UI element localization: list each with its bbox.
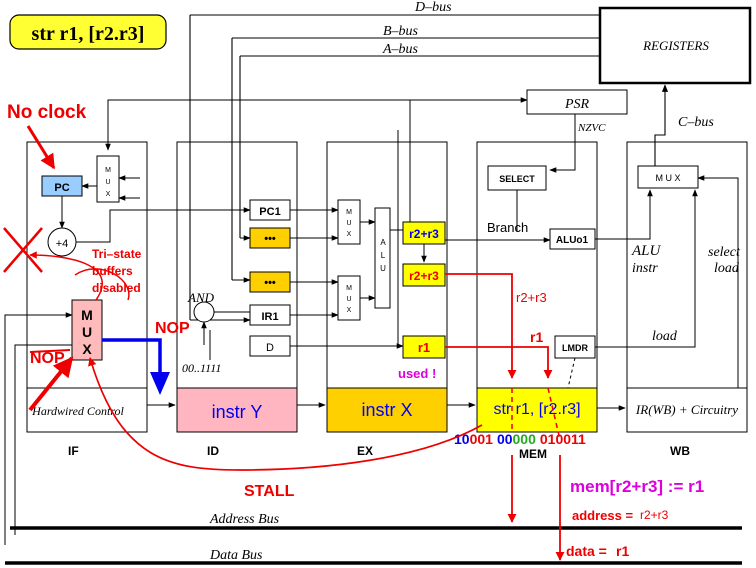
d-bus-label: D–bus — [414, 0, 452, 15]
svg-text:U: U — [380, 264, 386, 273]
encoding-part: 000 — [513, 431, 537, 447]
svg-text:M U X: M U X — [655, 173, 680, 183]
svg-text:Tri–state: Tri–state — [92, 247, 142, 261]
c-bus-line — [654, 84, 669, 168]
svg-text:•••: ••• — [264, 233, 276, 245]
svg-text:•••: ••• — [264, 277, 276, 289]
stage-name-wb: WB — [670, 444, 690, 458]
nzvc-label: NZVC — [577, 122, 606, 134]
svg-text:instr: instr — [632, 261, 658, 276]
encoding-part: 00 — [497, 431, 513, 447]
if-control-label: Hardwired Control — [31, 404, 124, 418]
wb-instr-box — [626, 387, 748, 433]
stall-arrow — [88, 357, 483, 471]
svg-text:M: M — [346, 209, 352, 216]
svg-text:load: load — [652, 329, 678, 344]
nop-top-label: NOP — [155, 320, 190, 337]
svg-text:r1: r1 — [616, 543, 629, 559]
stall-label: STALL — [244, 483, 295, 500]
encoding-part: 011 — [563, 431, 586, 447]
branch-label: Branch — [487, 220, 528, 235]
wb-instr-text: IR(WB) + Circuitry — [635, 402, 738, 417]
svg-text:load: load — [714, 261, 740, 276]
pc-label: PC — [54, 182, 69, 194]
svg-text:PC1: PC1 — [259, 206, 280, 218]
svg-text:M: M — [105, 167, 111, 174]
address-bus-label: Address Bus — [209, 512, 280, 527]
select-block — [487, 165, 547, 191]
plus4-label: +4 — [56, 238, 69, 250]
no-clock-arrow — [26, 125, 56, 170]
svg-text:D: D — [266, 342, 274, 354]
stage-name-if: IF — [68, 444, 79, 458]
ex-instr-text: instr X — [361, 400, 412, 420]
svg-text:data =: data = — [566, 543, 607, 559]
svg-text:X: X — [347, 307, 352, 314]
svg-text:IR1: IR1 — [261, 311, 278, 323]
title-box — [9, 14, 167, 50]
svg-text:A: A — [380, 238, 386, 247]
svg-text:U: U — [346, 220, 351, 227]
svg-text:00..1111: 00..1111 — [182, 361, 221, 375]
svg-text:address =: address = — [572, 508, 633, 523]
svg-text:SELECT: SELECT — [499, 174, 535, 184]
svg-text:select: select — [708, 245, 741, 260]
stage-name-id: ID — [207, 444, 219, 458]
svg-text:AND: AND — [187, 290, 215, 305]
svg-text:r1: r1 — [418, 340, 430, 355]
encoding-part: 10 — [454, 431, 470, 447]
svg-text:r2+r3: r2+r3 — [640, 508, 669, 522]
title-text: str r1, [r2.r3] — [32, 23, 145, 45]
mem-instr-box — [476, 387, 598, 433]
encoding-part: 010 — [540, 431, 564, 447]
id-instr-box — [176, 387, 298, 433]
tristate-arrow — [29, 251, 103, 301]
svg-text:U: U — [346, 296, 351, 303]
svg-text:r2+r3: r2+r3 — [409, 227, 439, 241]
if-mux — [71, 299, 103, 361]
c-bus-label: C–bus — [678, 115, 714, 130]
svg-text:U: U — [82, 324, 92, 340]
svg-text:X: X — [82, 341, 92, 357]
svg-text:M: M — [346, 285, 352, 292]
and-gate — [193, 301, 215, 323]
svg-text:buffers: buffers — [92, 264, 133, 278]
no-clock-label: No clock — [7, 102, 87, 123]
a-bus-label: A–bus — [382, 42, 419, 57]
svg-text:M: M — [81, 307, 93, 323]
svg-text:r2+r3: r2+r3 — [409, 269, 439, 283]
stage-name-ex: EX — [357, 444, 373, 458]
svg-text:L: L — [381, 251, 386, 260]
used-label: used ! — [398, 366, 436, 381]
svg-text:r2+r3: r2+r3 — [516, 290, 547, 305]
svg-text:ALU: ALU — [631, 243, 662, 259]
psr-label: PSR — [564, 97, 590, 112]
mem-instr-text: str r1, [r2.r3] — [493, 401, 580, 418]
ex-instr-box — [326, 387, 448, 433]
encoding-part: 001 — [470, 431, 494, 447]
svg-text:U: U — [105, 179, 110, 186]
registers-block — [598, 6, 752, 85]
disable-x-b — [3, 227, 43, 273]
registers-label: REGISTERS — [642, 38, 709, 53]
data-bus-label: Data Bus — [209, 548, 263, 563]
stage-name-mem: MEM — [519, 447, 547, 461]
alu-block — [374, 207, 391, 309]
svg-text:X: X — [347, 231, 352, 238]
if-stage-box — [26, 141, 148, 433]
svg-text:ALUo1: ALUo1 — [556, 235, 589, 246]
b-bus-label: B–bus — [383, 24, 419, 39]
svg-text:r1: r1 — [530, 329, 543, 345]
svg-text:disabled: disabled — [92, 281, 141, 295]
svg-text:X: X — [106, 191, 111, 198]
svg-text:LMDR: LMDR — [562, 343, 588, 353]
id-instr-text: instr Y — [212, 402, 263, 422]
mem-op-label: mem[r2+r3] := r1 — [570, 477, 704, 496]
ex-reg-r2r3 — [402, 263, 446, 287]
